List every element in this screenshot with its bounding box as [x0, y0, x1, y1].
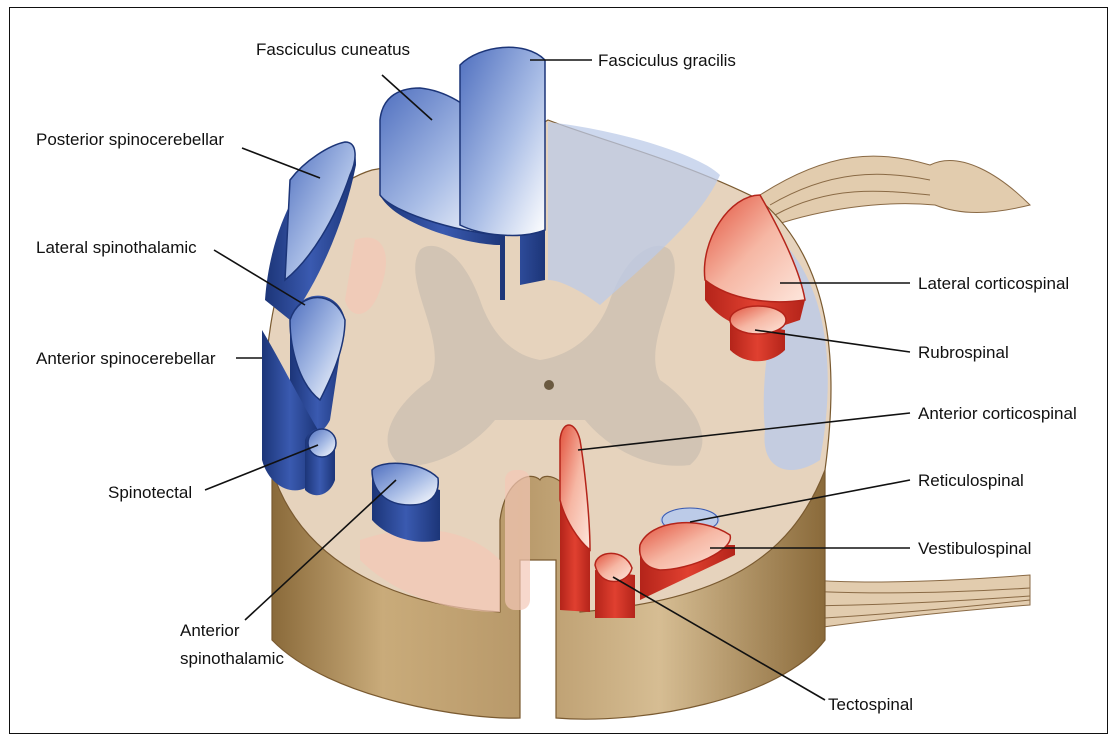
label-posterior-spinocerebellar: Posterior spinocerebellar [36, 130, 224, 149]
label-vestibulospinal: Vestibulospinal [918, 539, 1031, 558]
label-anterior-spinocerebellar: Anterior spinocerebellar [36, 349, 216, 368]
label-lateral-spinothalamic: Lateral spinothalamic [36, 238, 197, 257]
label-fasciculus-cuneatus: Fasciculus cuneatus [256, 40, 410, 59]
label-reticulospinal: Reticulospinal [918, 471, 1024, 490]
spinotectal-tract [305, 429, 336, 495]
label-spinotectal: Spinotectal [108, 483, 192, 502]
label-fasciculus-gracilis: Fasciculus gracilis [598, 51, 736, 70]
label-anterior-spinothalamic-line2: spinothalamic [180, 649, 284, 668]
label-rubrospinal: Rubrospinal [918, 343, 1009, 362]
label-anterior-spinothalamic-line1: Anterior [180, 621, 240, 640]
label-tectospinal: Tectospinal [828, 695, 913, 714]
label-lateral-corticospinal: Lateral corticospinal [918, 274, 1069, 293]
label-anterior-corticospinal: Anterior corticospinal [918, 404, 1077, 423]
dorsal-root [760, 156, 1030, 225]
